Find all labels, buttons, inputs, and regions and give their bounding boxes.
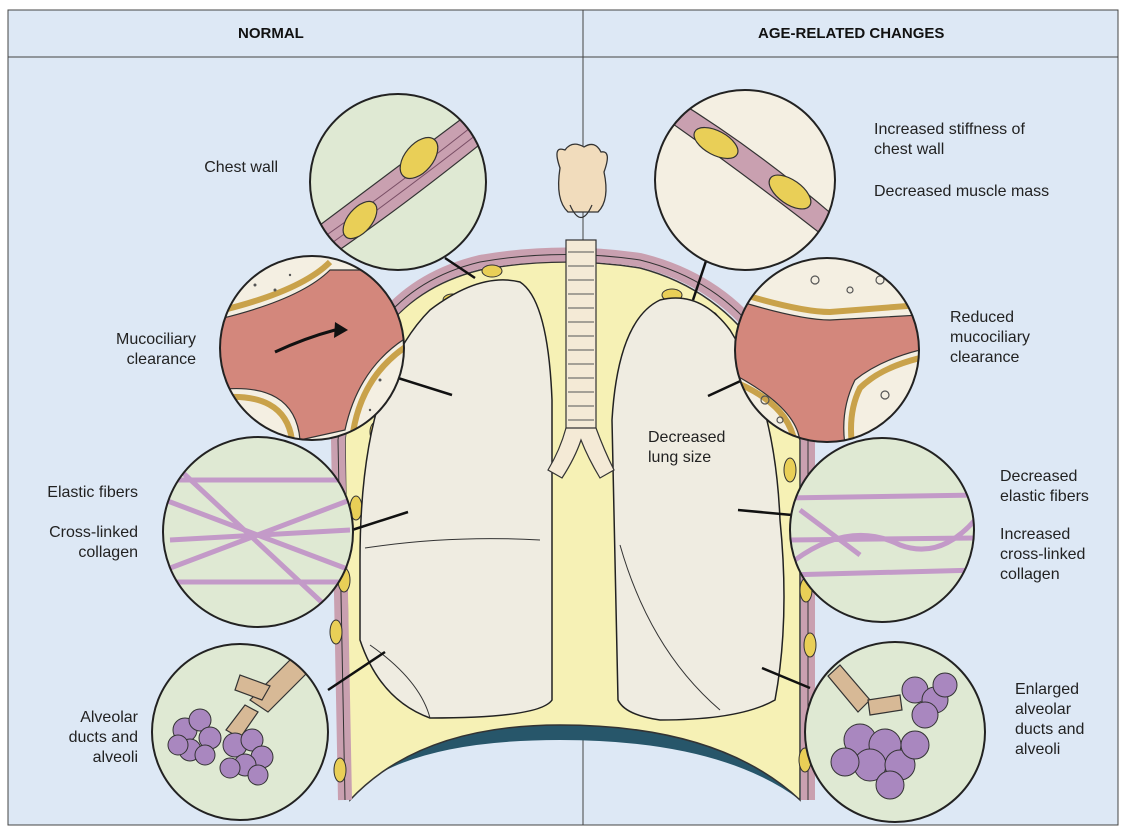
larynx <box>557 144 607 212</box>
label-elastic-fibers: Elastic fibers <box>10 483 138 503</box>
label-increased-cross-linked: Increased cross-linked collagen <box>1000 525 1085 585</box>
label-enlarged-alveolar: Enlarged alveolar ducts and alveoli <box>1015 680 1084 760</box>
label-chest-wall: Chest wall <box>150 158 278 178</box>
label-decreased-lung-size: Decreased lung size <box>648 428 725 468</box>
label-decreased-muscle-mass: Decreased muscle mass <box>874 182 1049 202</box>
label-alveolar: Alveolar ducts and alveoli <box>30 708 138 768</box>
alveoli-normal-circle <box>152 644 328 820</box>
label-mucociliary: Mucociliary clearance <box>60 330 196 370</box>
label-reduced-mucociliary: Reduced mucociliary clearance <box>950 308 1030 368</box>
label-decreased-elastic-fibers: Decreased elastic fibers <box>1000 467 1089 507</box>
label-increased-stiffness: Increased stiffness of chest wall <box>874 120 1025 160</box>
header-normal: NORMAL <box>238 25 304 42</box>
header-age-related: AGE-RELATED CHANGES <box>758 25 944 42</box>
label-cross-linked-collagen: Cross-linked collagen <box>10 523 138 563</box>
alveoli-aged-circle <box>805 642 985 822</box>
